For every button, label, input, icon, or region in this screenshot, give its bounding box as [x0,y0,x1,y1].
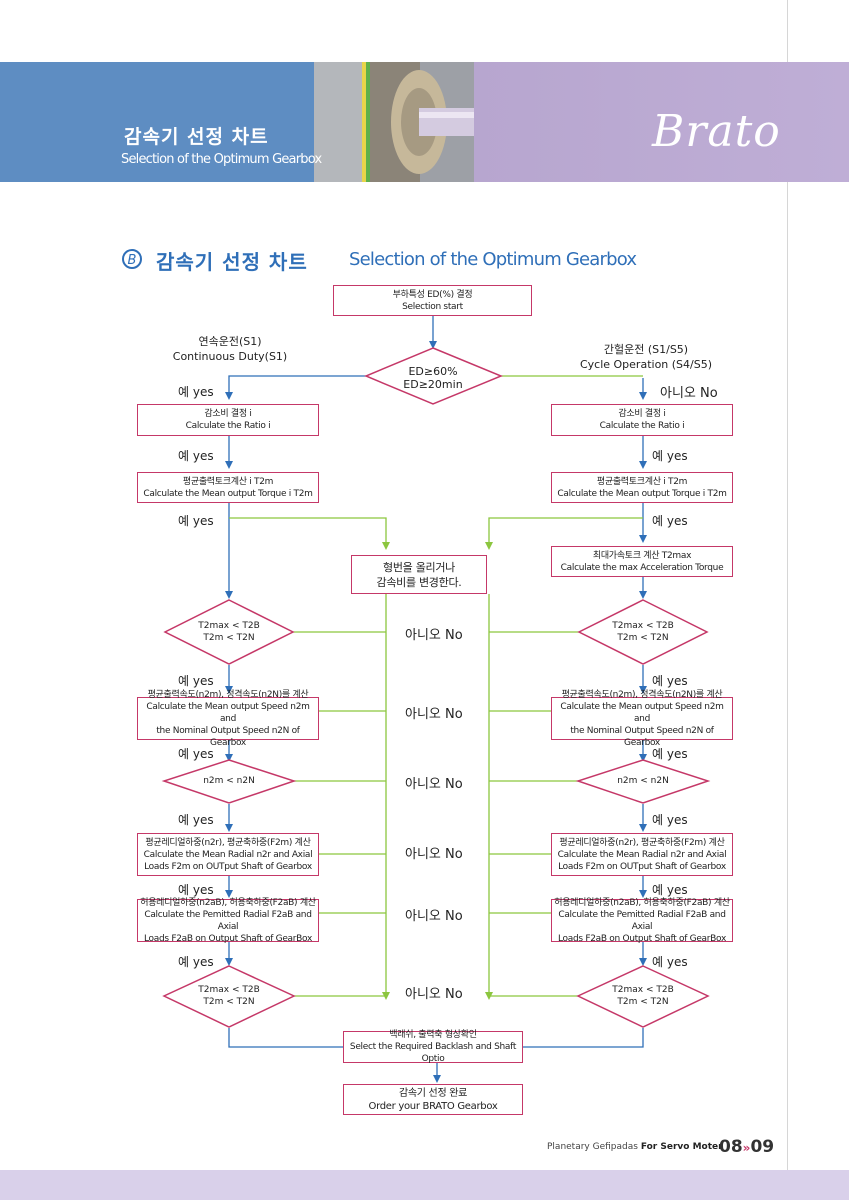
decision-final-left [162,965,296,1028]
decision-torque-right [577,599,709,665]
yes-label: 예 yes [178,385,214,399]
header-banner-left [0,62,314,182]
section-title-english: Selection of the Optimum Gearbox [349,249,637,270]
page-edge-line [787,0,788,1200]
decision-speed-left [161,759,297,804]
decision-speed-right-text: n2m < n2N [617,776,669,786]
decision-ed [364,347,503,405]
gearbox-photo [314,62,474,182]
branch-right-label: 간헐운전 (S1/S5)Cycle Operation (S4/S5) [579,343,713,371]
yes-label: 예 yes [652,449,688,463]
no-label: 아니오 No [405,777,463,792]
no-label: 아니오 No [405,707,463,722]
line-left-final-backlash [228,1028,343,1048]
page-number-left: 08 [719,1137,743,1157]
yes-label: 예 yes [652,813,688,827]
yes-label: 예 yes [178,674,214,688]
decision-speed-right [575,759,711,804]
line-right-final-backlash [523,1028,644,1048]
yes-label: 예 yes [178,747,214,761]
yes-label: 예 yes [178,449,214,463]
yes-label: 예 yes [652,514,688,528]
no-label: 아니오 No [405,909,463,924]
decision-ed-text: ED≥60%ED≥20min [403,365,463,391]
arrow-left-to-change [229,517,390,550]
no-label: 아니오 No [405,628,463,643]
header-title-english: Selection of the Optimum Gearbox [121,152,322,167]
no-label: 아니오 No [405,847,463,862]
page-separator-icon: » [742,1141,751,1155]
gearbox-illustration [314,62,474,182]
yes-label: 예 yes [652,955,688,969]
section-marker-icon: B [122,249,142,269]
arrow-right-to-change [485,517,643,550]
footer-caption-bold: For Servo Moter [640,1142,723,1152]
yes-label: 예 yes [652,674,688,688]
no-label: 아니오 No [405,987,463,1002]
footer-caption: Planetary Gefipadas For Servo Moter [547,1142,723,1152]
yes-label: 예 yes [652,747,688,761]
decision-final-right [576,965,710,1028]
yes-label: 예 yes [178,813,214,827]
section-title-korean: 감속기 선정 차트 [156,250,308,274]
page-numbers: 08»09 [719,1137,774,1157]
yes-label: 예 yes [652,883,688,897]
decision-torque-left [163,599,295,665]
branch-left-label: 연속운전(S1)Continuous Duty(S1) [172,335,288,363]
brand-logo: Brato [652,106,781,157]
yes-label: 예 yes [178,955,214,969]
decision-speed-left-text: n2m < n2N [203,776,255,786]
header-banner-right [474,62,849,182]
yes-label: 예 yes [178,883,214,897]
no-label: 아니오 No [660,386,718,401]
footer-band [0,1170,849,1200]
yes-label: 예 yes [178,514,214,528]
arrow-ed-left [225,375,366,400]
page-number-right: 09 [750,1137,775,1157]
header-title-korean: 감속기 선정 차트 [124,126,269,148]
